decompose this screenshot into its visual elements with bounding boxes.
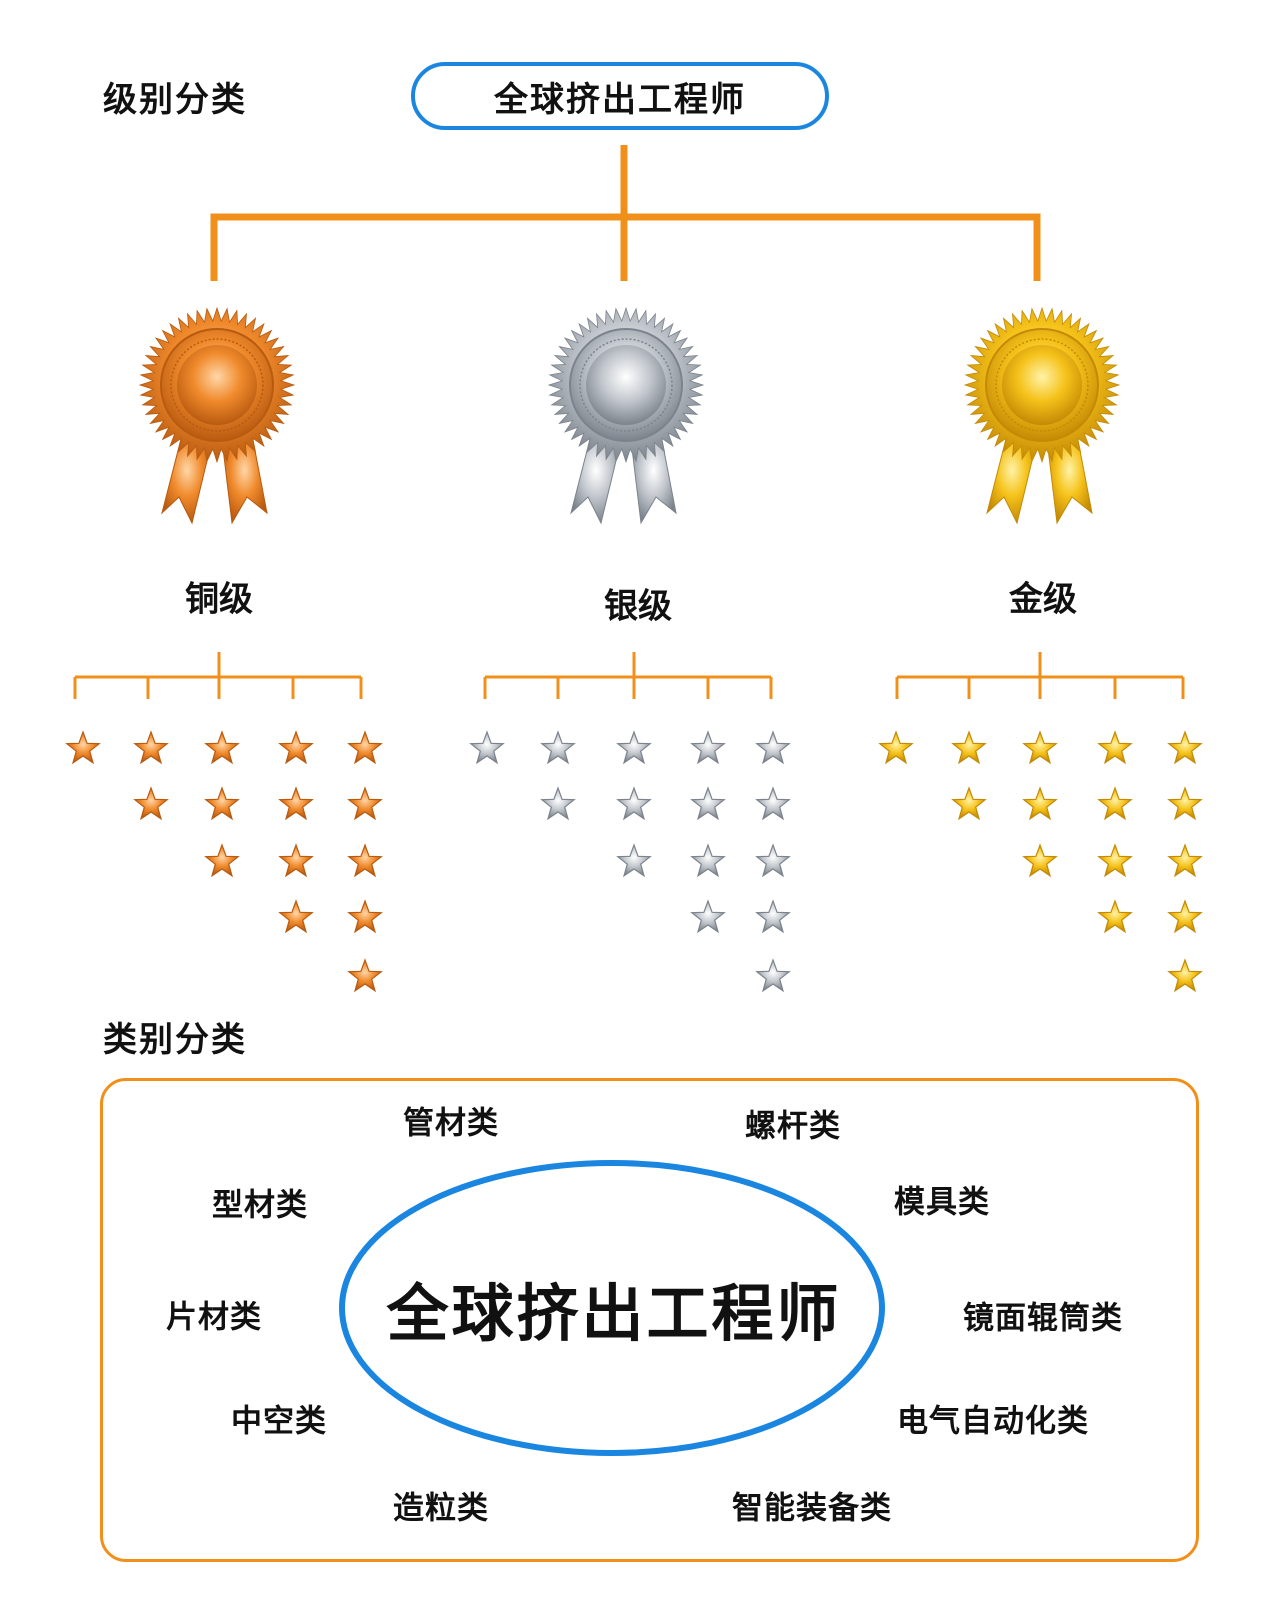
star-icon	[540, 730, 576, 765]
level-subtree-connector	[895, 652, 1185, 699]
star-icon	[278, 899, 314, 934]
category-smart-equipment: 智能装备类	[732, 1490, 892, 1527]
level-subtree-connector	[483, 652, 773, 699]
star-icon	[690, 843, 726, 878]
root-node: 全球挤出工程师	[411, 62, 829, 130]
star-icon	[1022, 730, 1058, 765]
star-icon	[278, 786, 314, 821]
star-icon	[1022, 786, 1058, 821]
star-icon	[133, 786, 169, 821]
star-icon	[1167, 730, 1203, 765]
category-pipe: 管材类	[403, 1105, 499, 1142]
star-icon	[347, 730, 383, 765]
star-icon	[1167, 958, 1203, 993]
category-mirror-roller: 镜面辊筒类	[963, 1300, 1123, 1337]
category-pelletizing: 造粒类	[393, 1490, 489, 1527]
star-icon	[1167, 843, 1203, 878]
level-heading: 级别分类	[103, 80, 247, 120]
star-icon	[540, 786, 576, 821]
star-icon	[347, 786, 383, 821]
star-icon	[755, 843, 791, 878]
star-icon	[347, 843, 383, 878]
star-icon	[347, 899, 383, 934]
star-icon	[347, 958, 383, 993]
star-icon	[690, 786, 726, 821]
star-icon	[204, 730, 240, 765]
star-icon	[133, 730, 169, 765]
category-sheet: 片材类	[166, 1299, 262, 1336]
gold-medal-icon	[963, 306, 1121, 525]
star-icon	[616, 786, 652, 821]
star-icon	[616, 730, 652, 765]
star-icon	[278, 843, 314, 878]
star-icon	[204, 786, 240, 821]
star-icon	[951, 786, 987, 821]
level-label-gold: 金级	[1009, 579, 1077, 620]
star-icon	[878, 730, 914, 765]
star-icon	[951, 730, 987, 765]
star-icon	[1097, 730, 1133, 765]
star-icon	[690, 899, 726, 934]
star-icon	[1022, 843, 1058, 878]
category-screw: 螺杆类	[745, 1108, 841, 1145]
star-icon	[755, 786, 791, 821]
center-title: 全球挤出工程师	[386, 1277, 842, 1350]
category-electrical-automation: 电气自动化类	[897, 1403, 1089, 1440]
level-subtree-connector	[73, 652, 363, 699]
category-blow-molding: 中空类	[231, 1403, 327, 1440]
category-profile: 型材类	[212, 1187, 308, 1224]
star-icon	[1097, 899, 1133, 934]
silver-medal-icon	[547, 306, 705, 525]
star-icon	[1097, 786, 1133, 821]
star-icon	[755, 899, 791, 934]
star-icon	[690, 730, 726, 765]
star-icon	[204, 843, 240, 878]
star-icon	[1167, 899, 1203, 934]
category-box	[100, 1078, 1199, 1562]
category-die: 模具类	[894, 1184, 990, 1221]
level-label-bronze: 铜级	[185, 579, 253, 620]
center-ellipse	[339, 1160, 885, 1456]
star-icon	[65, 730, 101, 765]
star-icon	[469, 730, 505, 765]
star-icon	[755, 730, 791, 765]
star-icon	[1167, 786, 1203, 821]
star-icon	[616, 843, 652, 878]
star-icon	[278, 730, 314, 765]
main-tree-connector	[210, 145, 1041, 281]
level-label-silver: 银级	[604, 586, 672, 627]
bronze-medal-icon	[138, 306, 296, 525]
star-icon	[1097, 843, 1133, 878]
category-heading: 类别分类	[103, 1020, 247, 1060]
star-icon	[755, 958, 791, 993]
